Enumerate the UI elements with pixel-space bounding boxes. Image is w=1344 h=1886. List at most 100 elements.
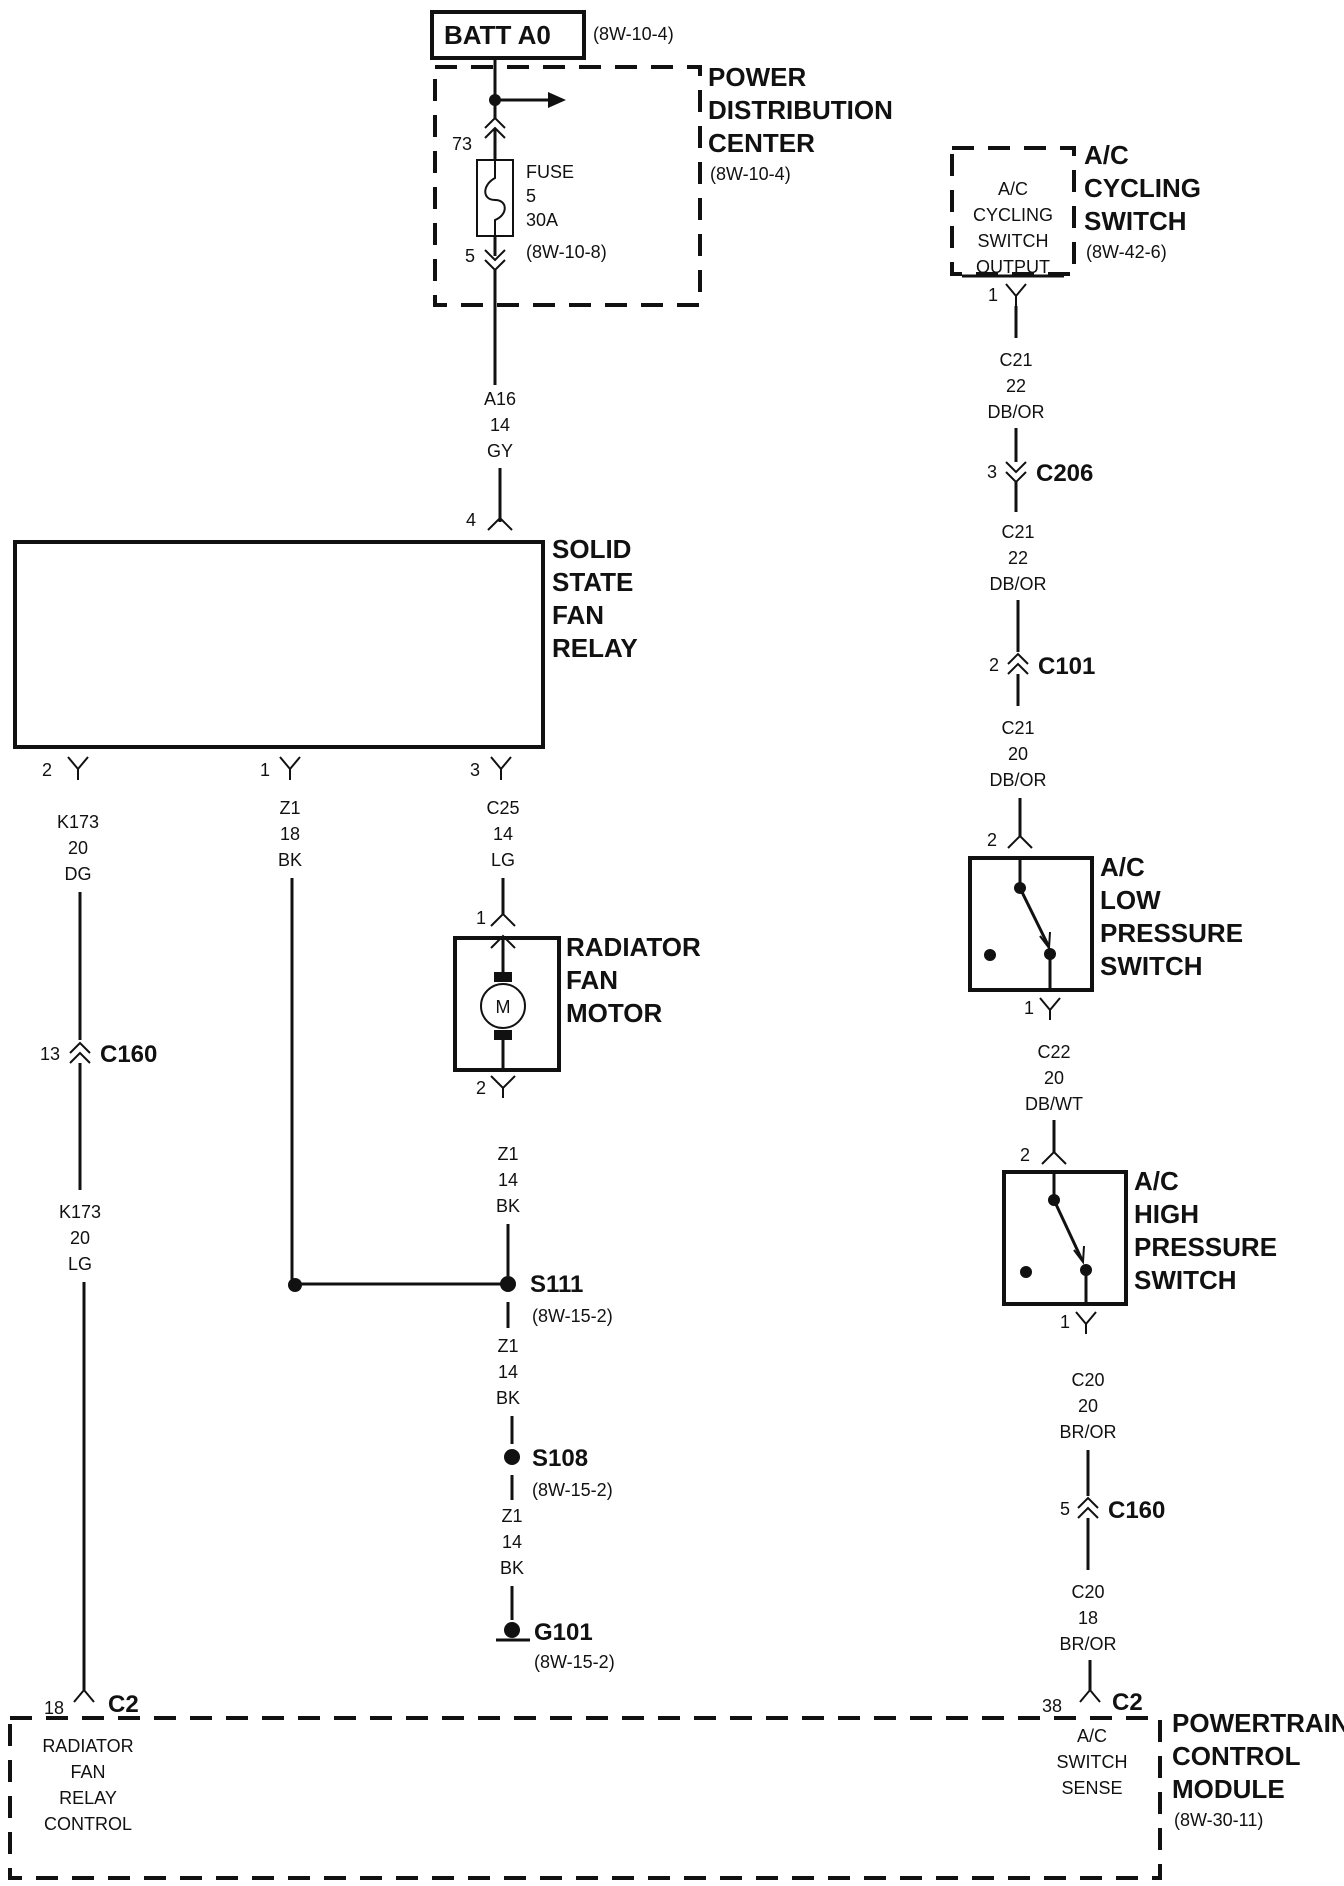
s108-name: S108 xyxy=(532,1445,588,1472)
s108-ref: (8W-15-2) xyxy=(532,1480,613,1500)
wire-z1-b-color: BK xyxy=(496,1388,520,1408)
ground-g101: G101 (8W-15-2) xyxy=(496,1619,615,1672)
motor-brush-bottom xyxy=(494,1030,512,1040)
wire-c21-a-circuit: C21 xyxy=(999,350,1032,370)
pdc-outline xyxy=(433,65,702,307)
wire-k173-dg-color: DG xyxy=(65,864,92,884)
pcm-outline xyxy=(8,1716,1162,1880)
wire-z1-c-gauge: 14 xyxy=(502,1532,522,1552)
wire-z1-a-color: BK xyxy=(496,1196,520,1216)
relay-box xyxy=(13,540,545,749)
wire-z1-18-circuit: Z1 xyxy=(279,798,300,818)
cycling-inner-4: OUTPUT xyxy=(976,257,1050,277)
wire-c21-c-color: DB/OR xyxy=(989,770,1046,790)
c160-right-pin: 5 xyxy=(1060,1499,1070,1519)
relay-label-1: SOLID xyxy=(552,534,631,564)
low-switch-arrow-icon xyxy=(1039,931,1051,951)
cycling-inner-2: CYCLING xyxy=(973,205,1053,225)
pdc-label-2: DISTRIBUTION xyxy=(708,95,893,125)
low-label-2: LOW xyxy=(1100,885,1161,915)
s108-dot xyxy=(504,1449,520,1465)
wire-c21-c-circuit: C21 xyxy=(1001,718,1034,738)
motor-label-3: MOTOR xyxy=(566,998,663,1028)
low-pin-top-connector-icon xyxy=(1007,834,1033,849)
c101-pin: 2 xyxy=(989,655,999,675)
pcm-left-label-3: RELAY xyxy=(59,1788,117,1808)
wire-z1-18-color: BK xyxy=(278,850,302,870)
wire-k173-dg-gauge: 20 xyxy=(68,838,88,858)
batt-a0-box xyxy=(430,10,586,60)
low-switch-box xyxy=(968,856,1094,992)
wire-k173-dg-circuit: K173 xyxy=(57,812,99,832)
wire-c25-color: LG xyxy=(491,850,515,870)
pcm-right-label-2: SWITCH xyxy=(1057,1752,1128,1772)
high-label-2: HIGH xyxy=(1134,1199,1199,1229)
c206-connector-icon xyxy=(1005,461,1027,484)
wire-z1-c-color: BK xyxy=(500,1558,524,1578)
solid-state-fan-relay: 4 SOLID STATE FAN RELAY 2 1 3 xyxy=(13,510,638,780)
s111-dot xyxy=(500,1276,516,1292)
c160-right-name: C160 xyxy=(1108,1497,1165,1524)
c160-left-name: C160 xyxy=(100,1041,157,1068)
high-pin-top-connector-icon xyxy=(1041,1150,1067,1165)
relay-pin1: 1 xyxy=(260,760,270,780)
splice-s108: S108 (8W-15-2) xyxy=(504,1445,613,1500)
s111-name: S111 xyxy=(530,1271,583,1298)
pcm-right-conn: C2 xyxy=(1112,1689,1143,1716)
wire-c21-a-color: DB/OR xyxy=(987,402,1044,422)
relay-pin1-connector-icon xyxy=(279,756,301,780)
pdc-ref: (8W-10-4) xyxy=(710,164,791,184)
pcm-left-conn: C2 xyxy=(108,1691,139,1718)
cycling-ref: (8W-42-6) xyxy=(1086,242,1167,262)
relay-pin3-connector-icon xyxy=(490,756,512,780)
wire-c20-b-circuit: C20 xyxy=(1071,1582,1104,1602)
wire-c25-gauge: 14 xyxy=(493,824,513,844)
pcm-label-1: POWERTRAIN xyxy=(1172,1708,1344,1738)
fuse-label: FUSE xyxy=(526,162,574,182)
radiator-fan-motor: 1 M 2 RADIATOR FAN MOTOR xyxy=(453,908,701,1098)
motor-label-1: RADIATOR xyxy=(566,932,701,962)
low-label-1: A/C xyxy=(1100,852,1145,882)
connector-c101: 2 C101 xyxy=(989,652,1095,680)
relay-pin4-connector-icon xyxy=(487,516,513,531)
motor-pin1-connector-icon xyxy=(490,912,516,927)
low-pin-bot: 1 xyxy=(1024,998,1034,1018)
wire-k173-lg-color: LG xyxy=(68,1254,92,1274)
fuse-ref: (8W-10-8) xyxy=(526,242,607,262)
motor-pin2: 2 xyxy=(476,1078,486,1098)
motor-icon xyxy=(480,983,526,1029)
fuse-icon xyxy=(484,160,506,236)
wire-c21-b-color: DB/OR xyxy=(989,574,1046,594)
high-label-3: PRESSURE xyxy=(1134,1232,1277,1262)
cycling-inner-1: A/C xyxy=(998,179,1028,199)
c160-left-connector-icon xyxy=(69,1041,91,1064)
high-pin-top: 2 xyxy=(1020,1145,1030,1165)
power-distribution-center: POWER DISTRIBUTION CENTER (8W-10-4) 73 F… xyxy=(433,58,893,307)
c206-name: C206 xyxy=(1036,460,1093,487)
wire-c20-a-gauge: 20 xyxy=(1078,1396,1098,1416)
s111-ref: (8W-15-2) xyxy=(532,1306,613,1326)
low-pin-bot-connector-icon xyxy=(1039,997,1061,1020)
motor-label-2: FAN xyxy=(566,965,618,995)
cycling-label-3: SWITCH xyxy=(1084,206,1187,236)
wire-k173-lg-gauge: 20 xyxy=(70,1228,90,1248)
fuse-pin-in: 73 xyxy=(452,134,472,154)
g101-ref: (8W-15-2) xyxy=(534,1652,615,1672)
motor-pin2-connector-icon xyxy=(490,1075,516,1098)
connector-c160-right: 5 C160 xyxy=(1060,1496,1165,1524)
c101-connector-icon xyxy=(1007,652,1029,675)
wire-a16-color: GY xyxy=(487,441,513,461)
low-switch-open-contact xyxy=(984,949,996,961)
wire-a16-gauge: 14 xyxy=(490,415,510,435)
pdc-label-1: POWER xyxy=(708,62,806,92)
wire-z1-a-circuit: Z1 xyxy=(497,1144,518,1164)
pdc-branch-arrow xyxy=(548,92,566,108)
low-pin-top: 2 xyxy=(987,830,997,850)
wire-c22-color: DB/WT xyxy=(1025,1094,1083,1114)
low-switch-blade xyxy=(1018,887,1050,946)
batt-a0-ref: (8W-10-4) xyxy=(593,24,674,44)
cycling-label-2: CYCLING xyxy=(1084,173,1201,203)
pcm-left-label-2: FAN xyxy=(70,1762,105,1782)
pcm-left-pin: 18 xyxy=(44,1698,64,1718)
